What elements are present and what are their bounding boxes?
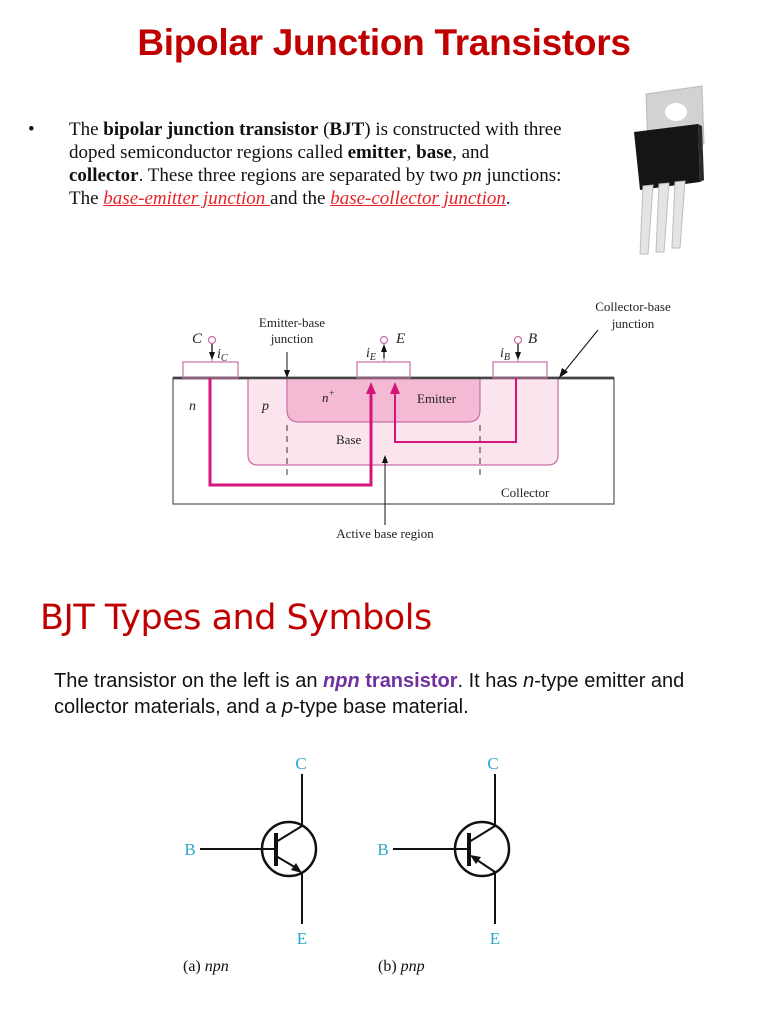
base-region-label: Base (336, 432, 362, 447)
collector-base-junction-label-1: Collector-base (595, 299, 671, 314)
pnp-emitter-label: E (490, 929, 500, 948)
ic-label: iC (217, 347, 228, 364)
text: ) is constructed with three doped semico… (69, 119, 562, 163)
npn-emitter-label: E (297, 929, 307, 948)
text: -type emitter and collector materials, a… (54, 670, 685, 718)
text: and the (270, 188, 331, 209)
term-p: p (281, 696, 294, 718)
npn-caption: (a) npn (183, 958, 229, 975)
term-pn: pn (462, 165, 482, 186)
nplus-region-label: n+ (322, 388, 335, 405)
text: , and (452, 142, 489, 163)
term-n: n (523, 670, 535, 692)
text: . (505, 188, 511, 209)
text: junctions: The (69, 165, 562, 209)
emitter-region-label: Emitter (417, 391, 457, 406)
pnp-collector-label: C (487, 754, 498, 773)
npn-symbol-icon: C B E (184, 754, 318, 948)
npn-description: The transistor on the left is an npn tra… (54, 668, 734, 720)
to220-transistor-photo-icon (634, 85, 705, 255)
bullet-marker: • (28, 119, 35, 140)
text: The (69, 119, 104, 140)
text: . These three regions are separated by t… (138, 165, 463, 186)
term-collector: collector (69, 165, 139, 186)
section-title: BJT Types and Symbols (40, 598, 432, 638)
pnp-caption: (b) pnp (378, 958, 425, 975)
npn-collector-label: C (295, 754, 306, 773)
text: . It has (457, 670, 524, 692)
terminal-e-label: E (395, 331, 405, 347)
term-emitter: emitter (347, 142, 407, 163)
term-npn: npn transistor (323, 670, 458, 692)
term-bjt-abbrev: BJT (329, 119, 365, 140)
base-emitter-junction-link[interactable]: base-emitter junction (103, 188, 271, 209)
npn-base-label: B (184, 840, 195, 859)
terminal-c-label: C (192, 331, 203, 347)
bjt-cross-section-diagram: C iC E iE B iB Emitter-base junction Col… (172, 299, 671, 541)
collector-base-junction-label-2: junction (611, 316, 655, 331)
pnp-symbol-icon: C B E (377, 754, 511, 948)
pnp-base-label: B (377, 840, 388, 859)
slide-title: Bipolar Junction Transistors (137, 22, 631, 63)
base-collector-junction-link[interactable]: base-collector junction (330, 188, 506, 209)
terminal-b-label: B (528, 331, 537, 347)
text: The transistor on the left is an (54, 670, 324, 692)
emitter-base-junction-label-1: Emitter-base (259, 315, 325, 330)
ib-label: iB (500, 346, 510, 363)
ie-label: iE (366, 346, 376, 363)
active-base-region-label: Active base region (336, 526, 434, 541)
text: , (406, 142, 417, 163)
emitter-base-junction-label-2: junction (270, 331, 314, 346)
bjt-description-bullet: • The bipolar junction transistor (BJT) … (28, 118, 568, 210)
p-region-label: p (261, 399, 269, 414)
collector-region-label: Collector (501, 485, 550, 500)
text: -type base material. (293, 696, 469, 718)
bullet-text: The bipolar junction transistor (BJT) is… (69, 118, 568, 210)
text: ( (318, 119, 330, 140)
term-bjt: bipolar junction transistor (103, 119, 319, 140)
n-region-label: n (189, 399, 196, 414)
term-base: base (416, 142, 453, 163)
